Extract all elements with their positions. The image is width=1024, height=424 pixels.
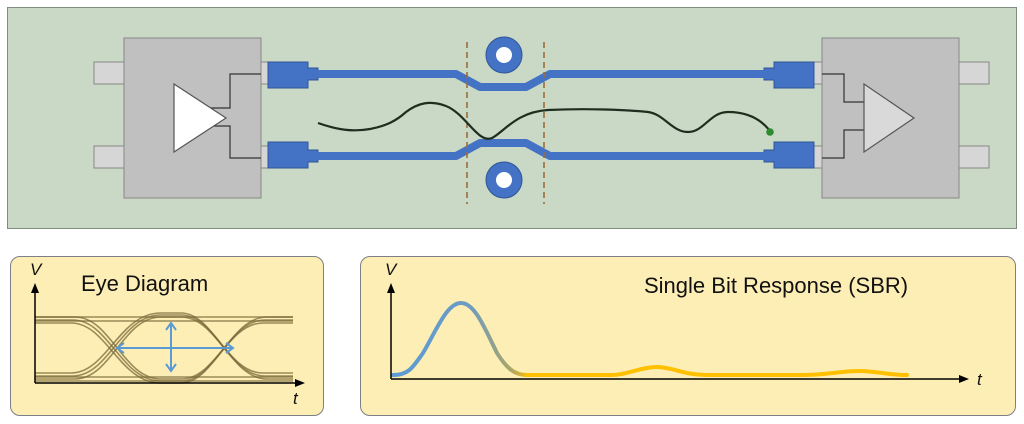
- rx-pin-right-bottom: [958, 145, 990, 169]
- tx-pad-top: [267, 61, 319, 89]
- pcb-board: [7, 7, 1017, 229]
- rx-pin-right-top: [958, 61, 990, 85]
- rx-pads: [763, 61, 815, 169]
- signal-waveform: [317, 101, 771, 140]
- sbr-t-axis-label: t: [977, 370, 982, 389]
- sbr-plot: [387, 283, 969, 383]
- rx-pad-top: [763, 61, 815, 89]
- rx-buffer-triangle: [863, 82, 916, 154]
- eye-traces: [35, 312, 293, 384]
- via-bottom: [485, 161, 523, 199]
- tx-pin-left-top: [93, 61, 125, 85]
- eye-opening-arrows: [115, 321, 235, 373]
- trace-bottom: [316, 139, 768, 160]
- sbr-title: Single Bit Response (SBR): [644, 273, 909, 298]
- rx-pad-bottom: [763, 141, 815, 169]
- sbr-axes: [387, 283, 969, 383]
- eye-diagram-plot: [31, 283, 305, 387]
- tx-pad-bottom: [267, 141, 319, 169]
- eye-axes: [31, 283, 305, 387]
- tx-pads: [267, 61, 319, 169]
- eye-t-axis-label: t: [293, 389, 298, 408]
- tx-pin-left-bottom: [93, 145, 125, 169]
- eye-v-axis-label: V: [30, 260, 42, 279]
- tx-buffer-triangle: [173, 82, 228, 154]
- receiver-chip: [793, 37, 990, 199]
- probe-point: [766, 128, 774, 136]
- sbr-v-axis-label: V: [385, 260, 397, 279]
- eye-diagram-title: Eye Diagram: [81, 271, 209, 296]
- sbr-panel: V t Single Bit Response (SBR): [360, 256, 1016, 416]
- trace-top: [316, 70, 768, 91]
- sbr-main-pulse: [391, 300, 529, 377]
- channel-diagram: [93, 36, 990, 204]
- transmitter-chip: [93, 37, 290, 199]
- eye-diagram-panel: V t Eye Diagram: [10, 256, 324, 416]
- via-top: [485, 36, 523, 74]
- sbr-tail-ringing: [525, 364, 909, 377]
